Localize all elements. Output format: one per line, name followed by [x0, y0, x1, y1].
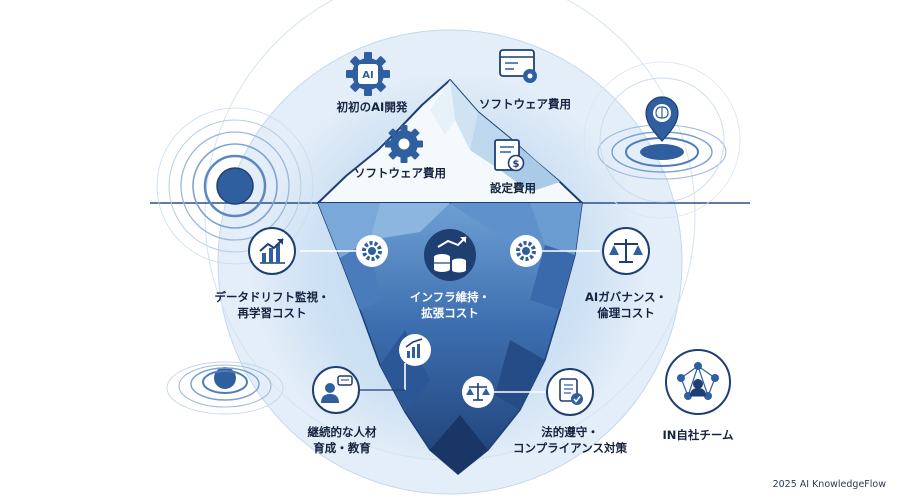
- label-software-cost-top: ソフトウェア費用: [479, 97, 571, 111]
- label-compliance-2: コンプライアンス対策: [513, 441, 627, 455]
- ai-chip-label: AI: [362, 70, 373, 81]
- gear-icon: [385, 125, 423, 163]
- label-initial-ai-dev: 初初のAI開発: [337, 100, 408, 114]
- chart-up-icon: [248, 227, 296, 275]
- document-check-icon: [546, 368, 594, 416]
- label-compliance-1: 法的遵守・: [541, 425, 599, 439]
- iceberg-tip: [317, 79, 583, 204]
- label-in-house-team: IN自社チーム: [662, 428, 734, 442]
- invoice-dollar-icon: $: [494, 139, 525, 172]
- ripple-right-brain: [583, 61, 741, 219]
- iceberg-submerged: [316, 202, 583, 475]
- label-infra-2: 拡張コスト: [421, 306, 479, 320]
- label-data-drift-2: 再学習コスト: [238, 306, 307, 320]
- brain-pin-icon: [645, 96, 679, 142]
- credit-text: 2025 AI KnowledgeFlow: [772, 479, 886, 490]
- scale-badge-icon: [462, 376, 494, 408]
- ai-gear-icon: AI: [346, 52, 390, 96]
- label-infra-1: インフラ維持・: [410, 290, 490, 304]
- label-software-cost-mid: ソフトウェア費用: [354, 166, 446, 180]
- ripple-left-small: [166, 361, 284, 415]
- label-ai-governance-1: AIガバナンス・: [585, 290, 667, 304]
- label-data-drift-1: データドリフト監視・: [215, 290, 330, 304]
- team-network-icon: [665, 349, 731, 415]
- database-growth-icon: [424, 229, 476, 281]
- gear-badge-left-icon: [356, 235, 388, 267]
- label-talent-1: 継続的な人材: [308, 425, 377, 439]
- label-setup-cost: 設定費用: [490, 181, 536, 195]
- mentor-chat-icon: [312, 366, 360, 414]
- label-talent-2: 育成・教育: [313, 441, 371, 455]
- gear-badge-right-icon: [510, 235, 542, 267]
- growth-chart-badge-icon: [399, 334, 431, 366]
- label-ai-governance-2: 倫理コスト: [597, 306, 655, 320]
- svg-text:$: $: [513, 159, 520, 170]
- scale-icon: [602, 227, 650, 275]
- ripple-left-large: [156, 107, 314, 265]
- software-window-icon: [499, 49, 537, 83]
